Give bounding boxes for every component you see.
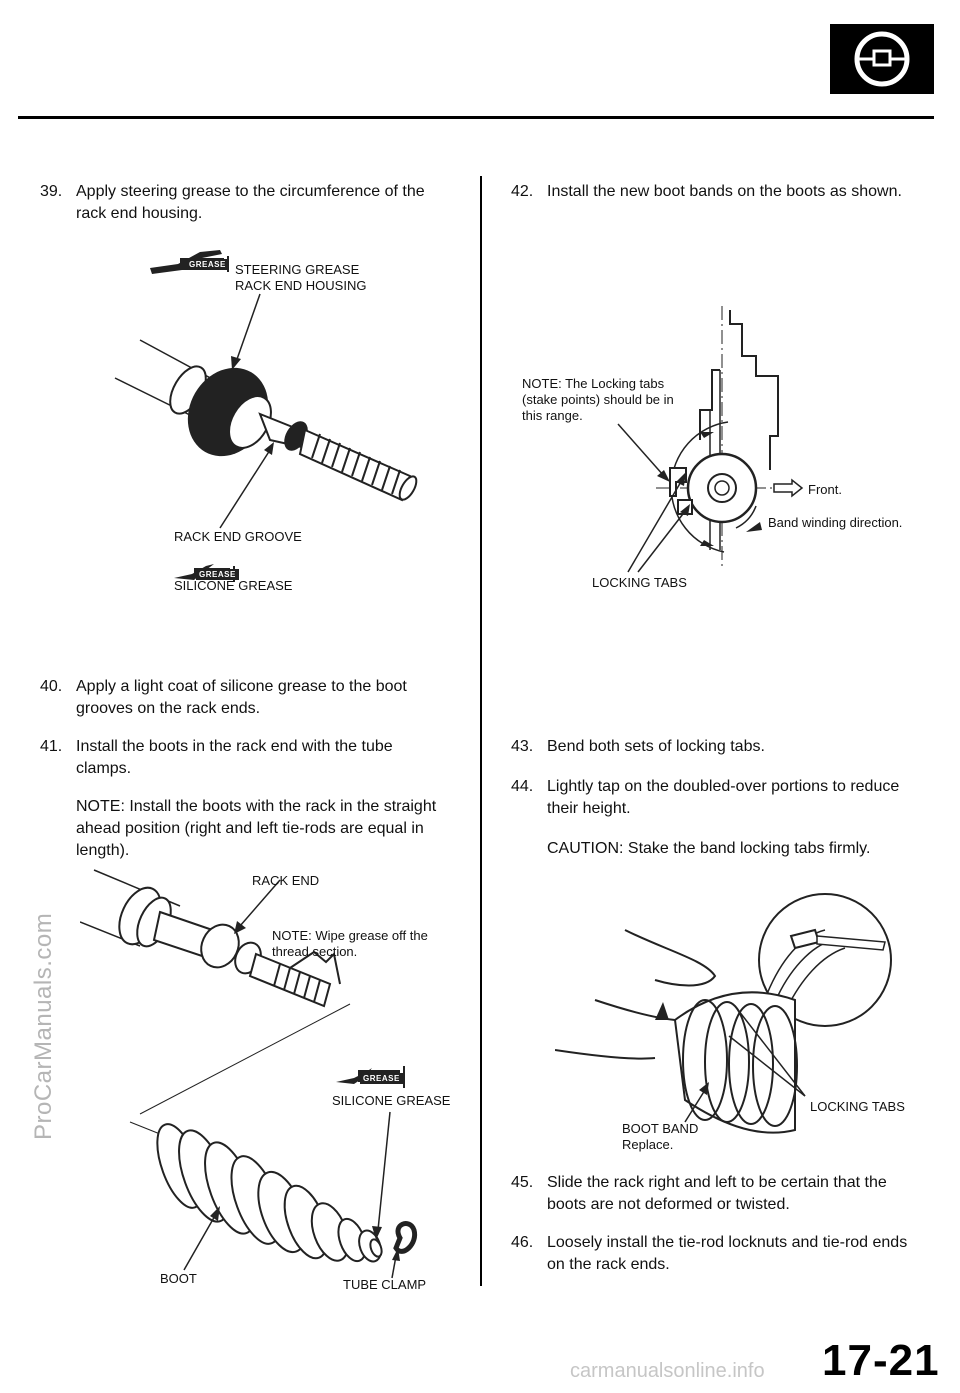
step-44: 44. Lightly tap on the doubled-over port…	[511, 776, 921, 820]
note-locking-tabs-range: NOTE: The Locking tabs (stake points) sh…	[522, 376, 674, 423]
grease-tag: GREASE	[186, 259, 229, 270]
watermark-left: ProCarManuals.com	[30, 912, 57, 1140]
figure-rack-end-housing	[110, 244, 450, 604]
step-text: Install the new boot bands on the boots …	[547, 183, 902, 200]
label-rack-end: RACK END	[252, 873, 320, 888]
step-text: Lightly tap on the doubled-over portions…	[547, 778, 900, 817]
figure-boot-install	[79, 866, 460, 1296]
caution-44: CAUTION: Stake the band locking tabs fir…	[547, 840, 871, 857]
step-number: 39.	[40, 183, 63, 200]
step-number: 41.	[40, 738, 63, 755]
step-45: 45. Slide the rack right and left to be …	[511, 1172, 921, 1216]
step-46: 46. Loosely install the tie-rod locknuts…	[511, 1232, 921, 1276]
note-wipe-grease: NOTE: Wipe grease off the thread section…	[272, 928, 428, 959]
step-number: 40.	[40, 678, 63, 695]
grease-tag: GREASE	[196, 569, 239, 580]
step-42: 42. Install the new boot bands on the bo…	[511, 181, 921, 203]
step-text: Slide the rack right and left to be cert…	[547, 1174, 887, 1213]
label-band-winding: Band winding direction.	[768, 515, 903, 530]
step-text: Bend both sets of locking tabs.	[547, 738, 765, 755]
figure-boot-band-position	[560, 300, 940, 600]
step-number: 44.	[511, 778, 534, 795]
rack-end-illustration	[114, 250, 418, 582]
label-silicone-grease: SILICONE GREASE	[174, 578, 293, 593]
grease-tag: GREASE	[360, 1073, 403, 1084]
note-41: NOTE: Install the boots with the rack in…	[76, 798, 437, 859]
step-number: 45.	[511, 1174, 534, 1191]
label-replace: Replace.	[622, 1137, 674, 1152]
stake-diagram	[554, 893, 892, 1134]
label-tube-clamp: TUBE CLAMP	[343, 1277, 427, 1292]
figure-stake-band	[554, 890, 935, 1150]
step-43: 43. Bend both sets of locking tabs.	[511, 736, 921, 758]
step-text: Loosely install the tie-rod locknuts and…	[547, 1234, 908, 1273]
label-locking-tabs: LOCKING TABS	[592, 575, 687, 590]
step-text: Apply steering grease to the circumferen…	[76, 183, 425, 222]
step-number: 43.	[511, 738, 534, 755]
label-boot-band: BOOT BAND	[622, 1121, 699, 1136]
label-rack-end-groove: RACK END GROOVE	[174, 529, 302, 544]
step-number: 42.	[511, 183, 534, 200]
header-rule	[18, 116, 934, 119]
page-number: 17-21	[822, 1336, 940, 1385]
watermark-bottom: carmanualsonline.info	[570, 1360, 765, 1382]
label-silicone-grease-2: SILICONE GREASE	[332, 1093, 451, 1108]
label-locking-tabs-2: LOCKING TABS	[810, 1099, 905, 1114]
step-text: Apply a light coat of silicone grease to…	[76, 678, 407, 717]
label-front: Front.	[808, 482, 842, 497]
label-boot: BOOT	[160, 1271, 197, 1286]
step-39: 39. Apply steering grease to the circumf…	[40, 181, 450, 225]
step-text: Install the boots in the rack end with t…	[76, 738, 393, 777]
label-rack-end-housing: RACK END HOUSING	[235, 278, 367, 293]
label-steering-grease: STEERING GREASE	[235, 262, 360, 277]
step-number: 46.	[511, 1234, 534, 1251]
boot-illustration	[79, 869, 418, 1279]
steering-wheel-icon	[830, 24, 934, 94]
column-divider	[480, 176, 482, 1286]
step-40: 40. Apply a light coat of silicone greas…	[40, 676, 450, 720]
band-diagram	[617, 306, 804, 573]
step-41: 41. Install the boots in the rack end wi…	[40, 736, 450, 780]
